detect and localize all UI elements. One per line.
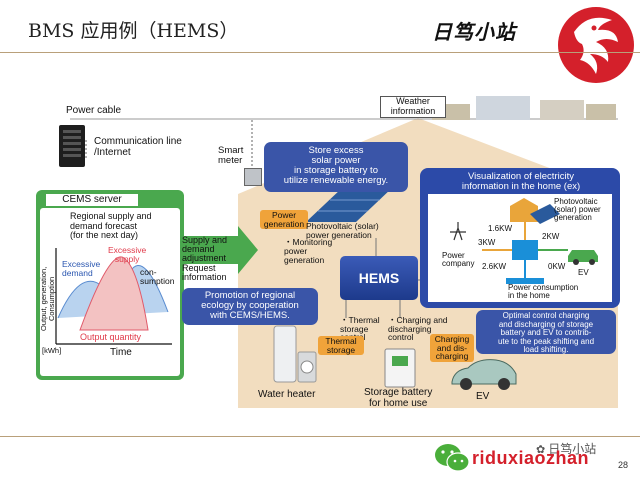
page-number: 28 xyxy=(618,460,629,470)
wechat-small-icon: ✿ xyxy=(536,444,549,456)
ev-car-icon xyxy=(451,359,517,390)
footer-domain: riduxiaozhan xyxy=(472,448,590,468)
wechat-icon xyxy=(435,444,470,472)
excessive-supply-label: Excessive supply xyxy=(108,245,147,264)
pv-generation-label: Photovoltaic (solar) power generation xyxy=(306,221,379,240)
consumption-label: con- sumption xyxy=(140,267,175,286)
viz-kw-2-6: 2.6KW xyxy=(482,262,507,271)
storage-battery-label: Storage battery for home use xyxy=(364,387,433,409)
header-rule xyxy=(0,52,640,53)
viz-kw-0: 0KW xyxy=(548,262,566,271)
wechat-account: ✿ 日笃小站 xyxy=(536,442,597,456)
forecast-label: Regional supply and demand forecast (for… xyxy=(70,211,152,240)
cems-x-axis-label: Time xyxy=(110,347,132,358)
supply-demand-curve xyxy=(55,248,172,345)
water-heater-label: Water heater xyxy=(258,389,316,400)
water-heater-icon xyxy=(273,325,317,383)
power-cable-label: Power cable xyxy=(66,105,122,116)
energy-flow-icon xyxy=(450,198,598,284)
logo-icon xyxy=(558,7,634,83)
supply-demand-label: Supply and demand adjustment xyxy=(182,235,228,263)
viz-kw-1-6: 1.6KW xyxy=(488,224,513,233)
smart-meter-icon xyxy=(244,168,262,186)
viz-ev: EV xyxy=(578,268,589,277)
promotion-bubble: Promotion of regional ecology by coopera… xyxy=(182,288,318,325)
visualization-title: Visualization of electricity information… xyxy=(461,171,581,192)
charging-control-label: ・Charging and discharging control xyxy=(388,315,448,342)
cems-chart-area: Regional supply and demand forecast (for… xyxy=(39,208,180,376)
weather-information-box: Weather information xyxy=(380,96,446,118)
monitoring-label: ・Monitoring power generation xyxy=(284,237,333,265)
brand-title: 日笃小站 xyxy=(432,22,516,44)
thermal-storage-tag: Thermal storage xyxy=(318,336,364,355)
viz-consumption: Power consumption in the home xyxy=(508,283,579,300)
power-generation-tag: Power generation xyxy=(260,210,308,229)
charging-discharging-tag: Charging and dis- charging xyxy=(430,334,474,362)
request-information-label: Request information xyxy=(182,263,227,282)
footer-rule xyxy=(0,436,640,437)
viz-power-company: Power company xyxy=(442,251,475,268)
output-quantity-label: Output quantity xyxy=(80,332,142,342)
server-icon xyxy=(59,125,85,167)
storage-battery-icon xyxy=(384,348,416,388)
communication-line-label: Communication line /Internet xyxy=(94,136,182,158)
store-excess-bubble: Store excess solar power in storage batt… xyxy=(264,142,408,192)
viz-pv-label: Photovoltaic (solar) power generation xyxy=(554,197,601,222)
cems-unit-label: [kWh] xyxy=(42,346,62,355)
viz-kw-2: 2KW xyxy=(542,232,560,241)
visualization-panel: Visualization of electricity information… xyxy=(420,168,620,308)
hems-box: HEMS xyxy=(340,256,418,300)
optimal-control-bubble: Optimal control charging and discharging… xyxy=(476,310,616,354)
viz-kw-3: 3KW xyxy=(478,238,496,247)
slide-title: BMS 应用例（HEMS） xyxy=(28,20,239,42)
cems-server-label: CEMS server xyxy=(46,194,138,206)
visualization-screen: Photovoltaic (solar) power generation 1.… xyxy=(428,194,612,302)
excessive-demand-label: Excessive demand xyxy=(62,259,101,278)
cems-panel: CEMS server Regional supply and demand f… xyxy=(36,190,184,380)
ev-label: EV xyxy=(476,391,490,402)
smart-meter-label: Smart meter xyxy=(218,145,244,166)
cems-y-axis-label: Output, generation, Consumption xyxy=(39,266,56,332)
